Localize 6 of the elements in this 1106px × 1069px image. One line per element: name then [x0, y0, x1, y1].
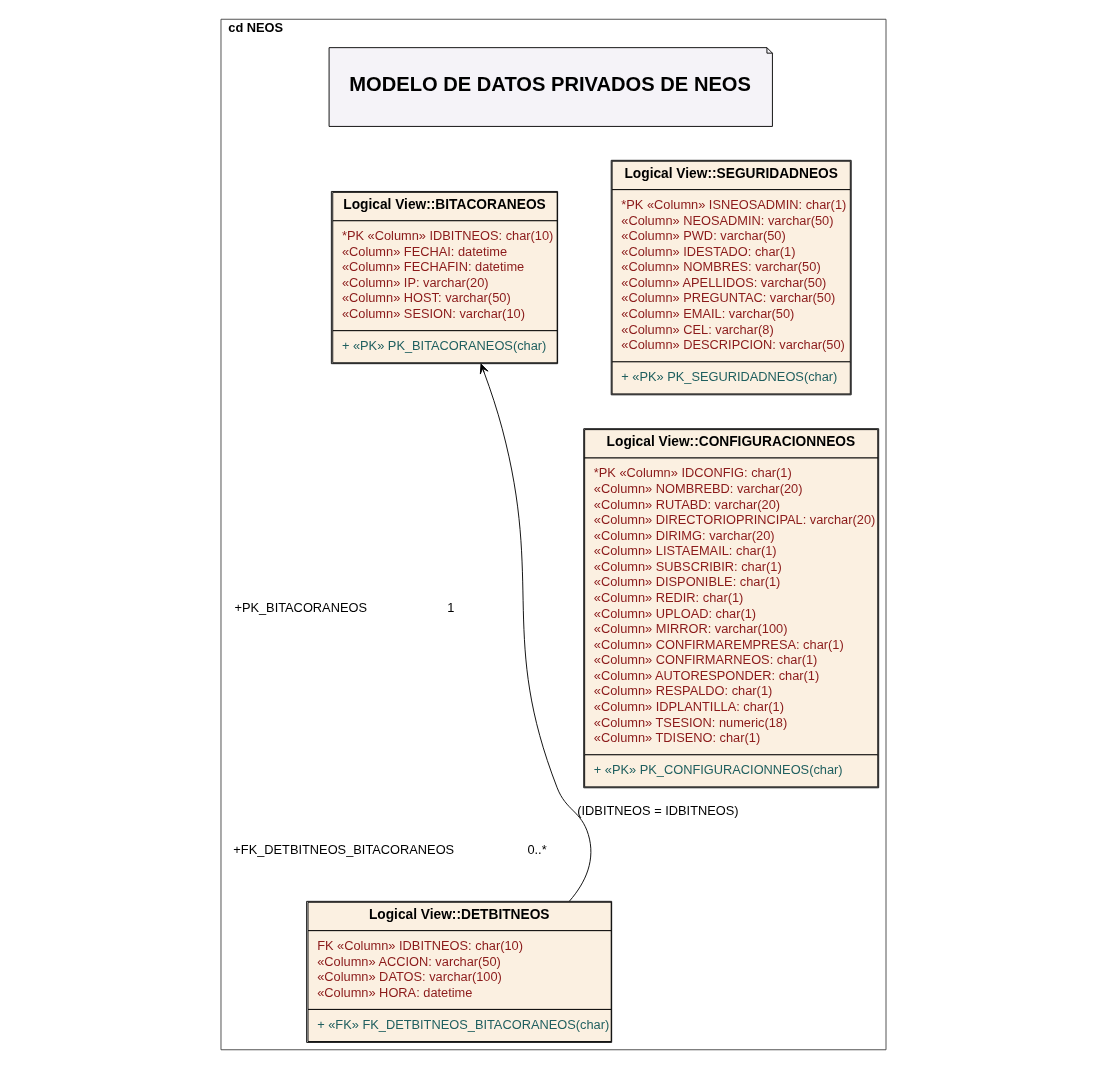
arrow [479, 363, 591, 902]
label: 1 [446, 599, 454, 615]
label: +PK_BITACORANEOS [233, 599, 367, 615]
label: +FK_DETBITNEOS_BITACORANEOS [232, 842, 454, 858]
label: 0..* [526, 842, 547, 858]
edge-label: (IDBITNEOS = IDBITNEOS) [576, 802, 739, 818]
